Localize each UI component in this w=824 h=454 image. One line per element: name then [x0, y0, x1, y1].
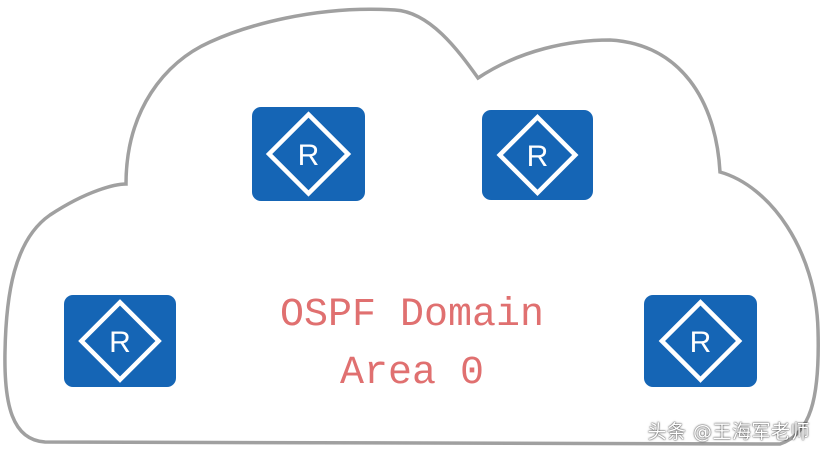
router-symbol: R	[298, 139, 320, 172]
router-diamond	[496, 114, 579, 196]
router-diamond	[265, 111, 352, 197]
router-symbol: R	[527, 140, 549, 173]
domain-label-line2: Area 0	[340, 351, 484, 396]
router-body	[644, 295, 757, 387]
ospf-cloud-outline	[3, 7, 820, 446]
router-diamond	[78, 299, 162, 383]
watermark: 头条 @王海军老师	[647, 421, 810, 443]
domain-label-line1: OSPF Domain	[280, 293, 544, 338]
router-body	[64, 295, 176, 387]
router-1: R	[252, 107, 365, 201]
router-symbol: R	[690, 326, 712, 359]
router-body	[252, 107, 365, 201]
router-body	[482, 110, 593, 200]
router-2: R	[482, 110, 593, 200]
router-3: R	[64, 295, 176, 387]
router-4: R	[644, 295, 757, 387]
router-diamond	[658, 299, 743, 383]
router-symbol: R	[109, 326, 131, 359]
